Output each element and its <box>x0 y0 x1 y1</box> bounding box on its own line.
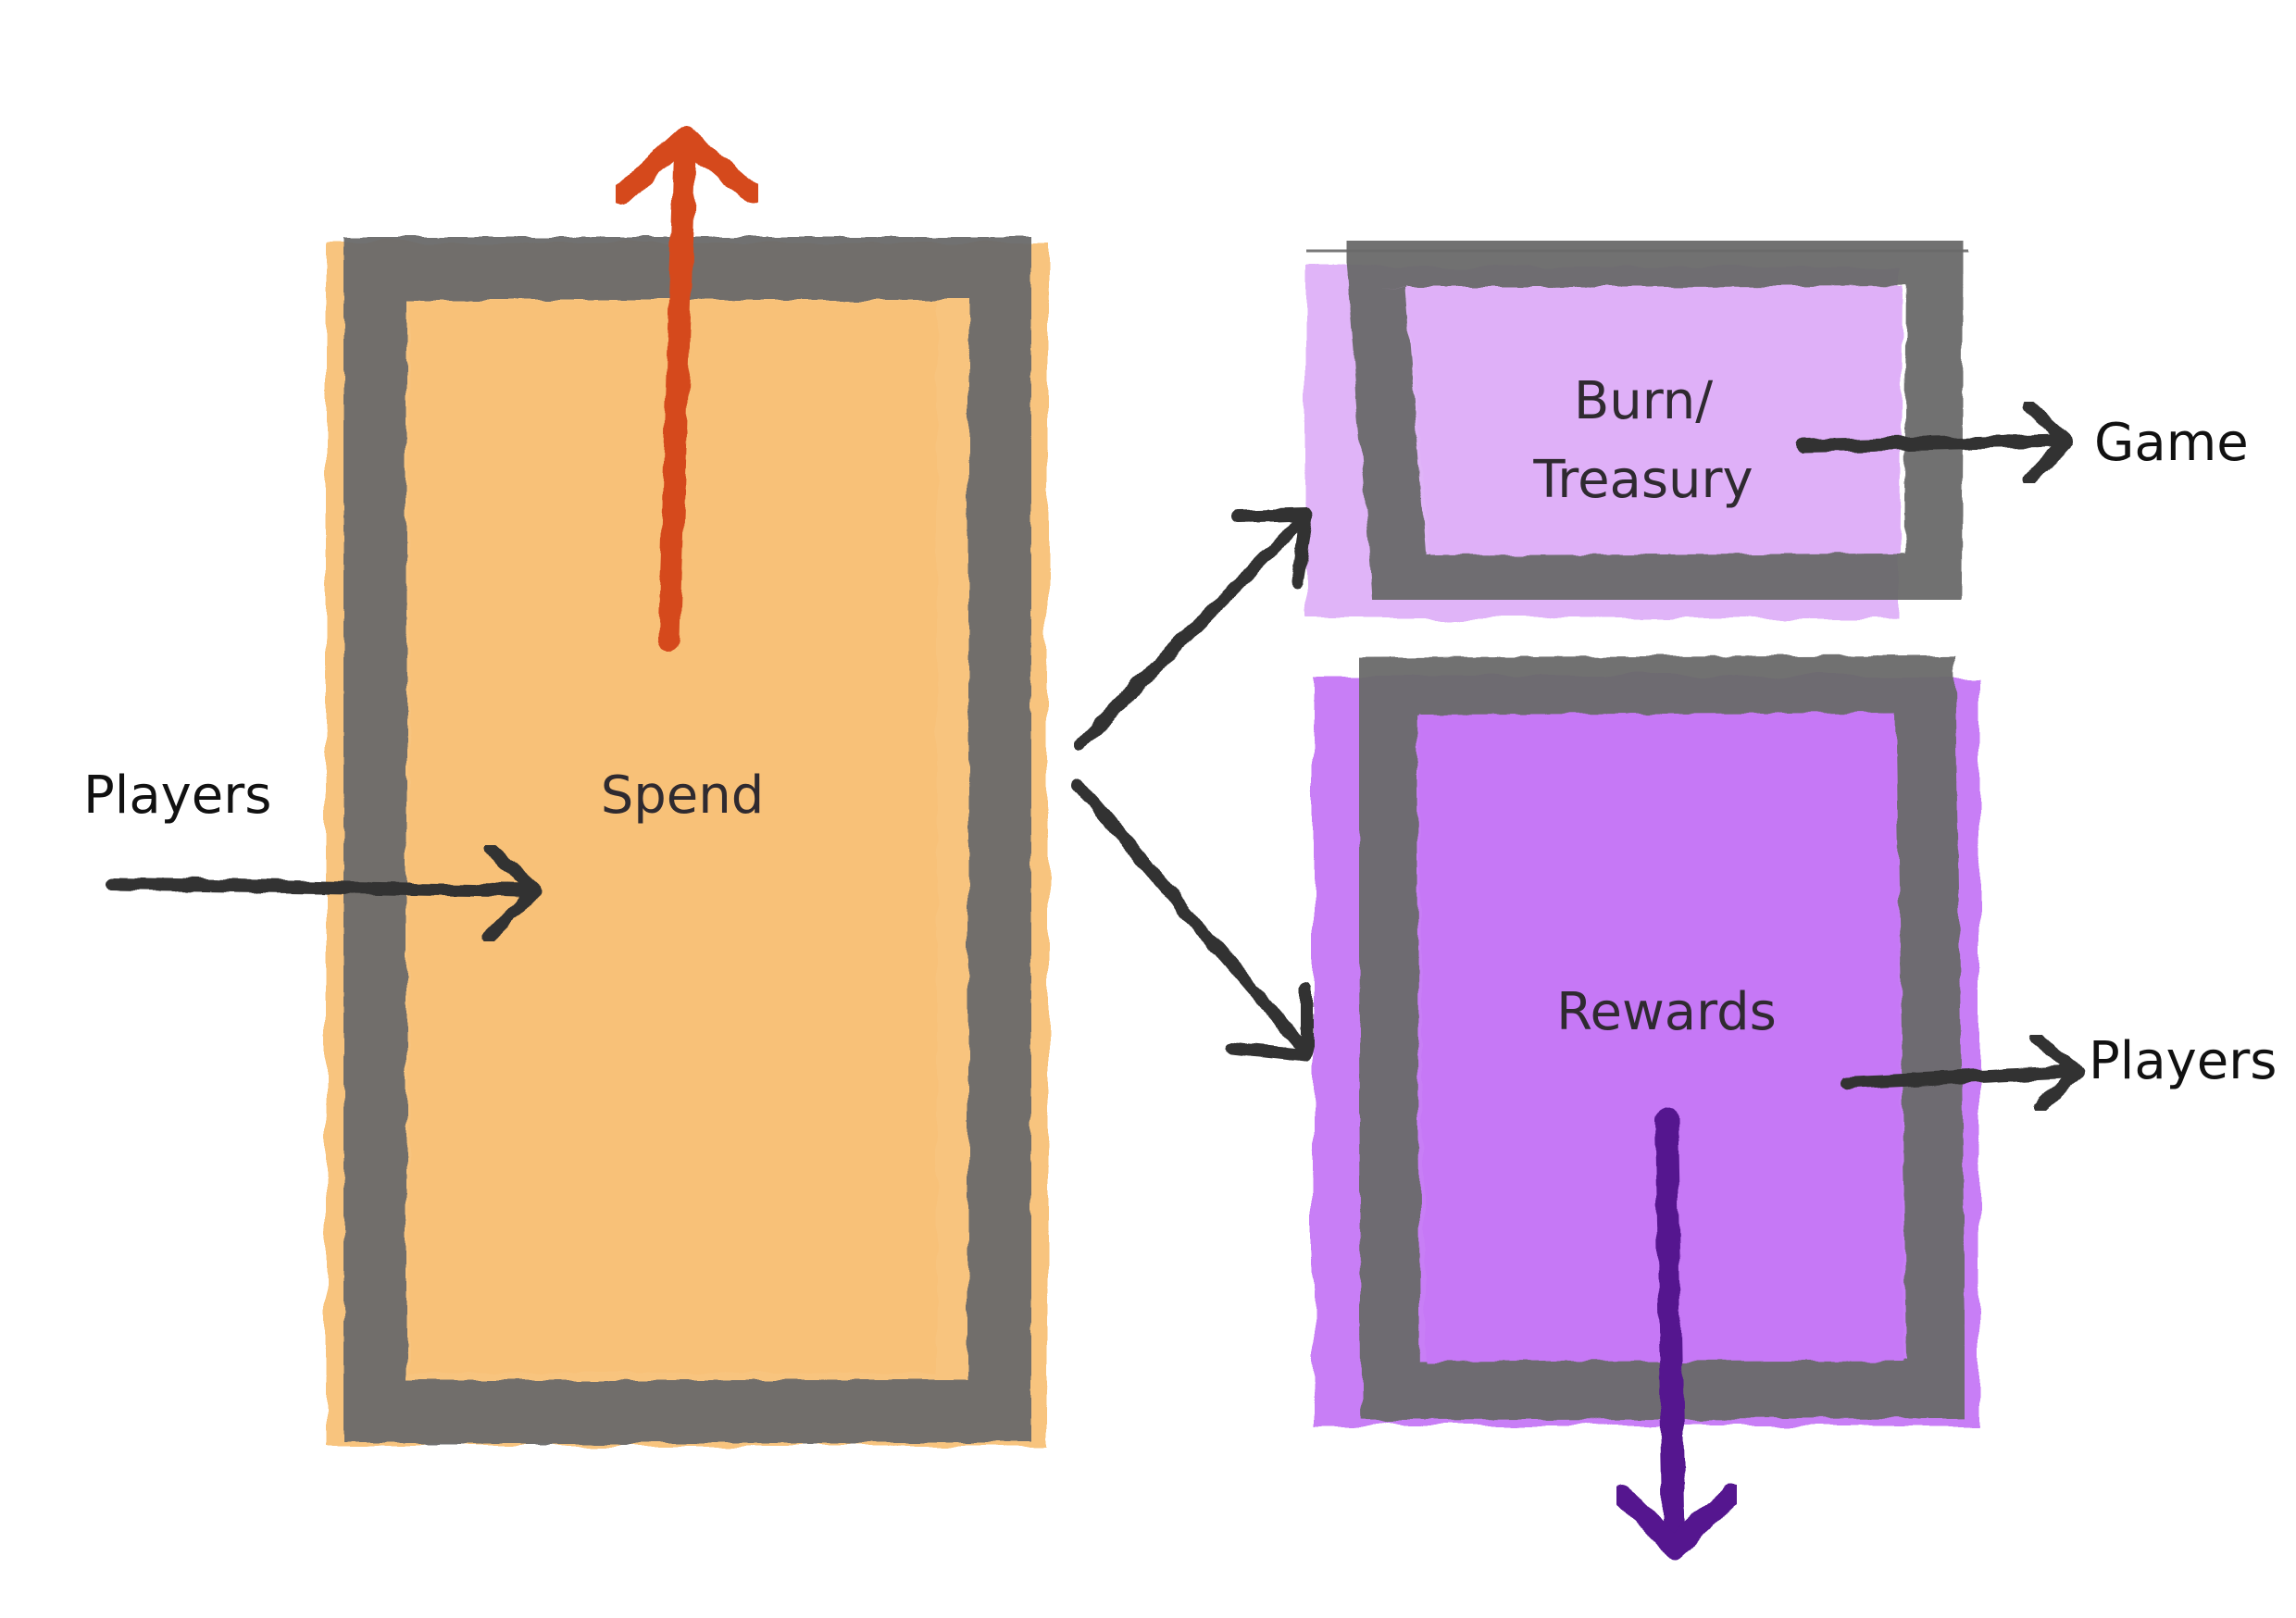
rewards-label: Rewards <box>1556 982 1777 1042</box>
players-output-label: Players <box>2089 1031 2277 1091</box>
game-label: Game <box>2094 413 2249 473</box>
players-input-label: Players <box>83 765 271 826</box>
burn-label-line1: Burn/ <box>1574 371 1713 431</box>
rewards-block-frame <box>1356 654 1967 1421</box>
arrow-burn-to-game <box>1797 399 2073 486</box>
burn-frame-top-overhang <box>1304 230 1968 272</box>
arrow-rewards-to-players <box>1841 1032 2084 1114</box>
spend-label: Spend <box>601 765 765 826</box>
rewards-block-fill <box>1418 713 1903 1363</box>
arrow-rewards-down <box>1611 1107 1742 1559</box>
arrow-players-to-spend <box>105 843 542 943</box>
burn-block-fill <box>1407 287 1903 555</box>
arrow-spend-up <box>611 126 763 650</box>
burn-treasury-block: Burn/ Treasury <box>1304 228 1968 618</box>
arrow-spend-to-burn <box>1072 508 1314 752</box>
burn-label-line2: Treasury <box>1532 450 1753 510</box>
rewards-block: Rewards <box>1313 654 1979 1432</box>
arrow-spend-to-rewards <box>1072 778 1314 1062</box>
